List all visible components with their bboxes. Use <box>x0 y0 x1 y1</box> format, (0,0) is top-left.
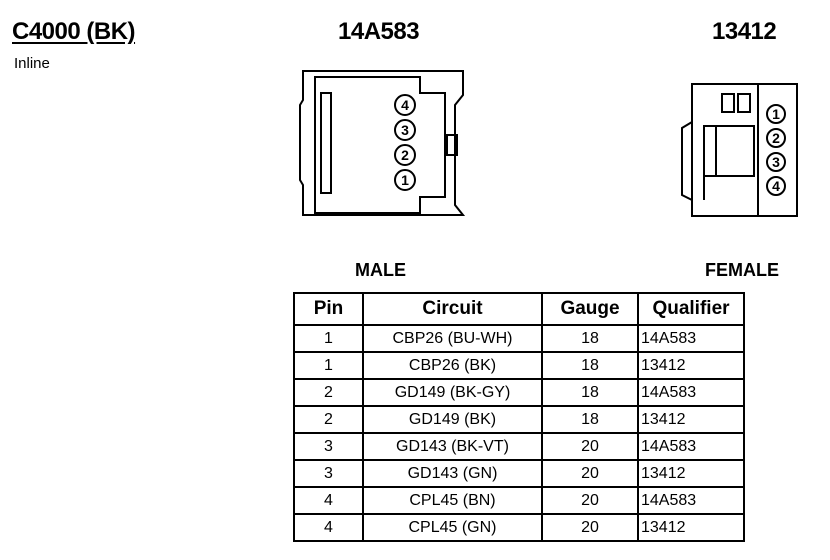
female-pin-circle <box>766 104 786 124</box>
cell-pin: 4 <box>293 513 364 542</box>
cell-gauge: 20 <box>541 513 639 542</box>
male-inner-cavity <box>314 76 446 214</box>
male-pin-circle <box>394 144 416 166</box>
cell-gauge: 18 <box>541 351 639 380</box>
connector-id: C4000 (BK) <box>12 18 136 45</box>
cell-pin: 3 <box>293 432 364 461</box>
male-pin-label: 4 <box>401 97 409 113</box>
table-row: 3 GD143 (BK-VT) 20 14A583 <box>293 432 745 461</box>
cell-circuit: GD143 (GN) <box>362 459 543 488</box>
cell-gauge: 20 <box>541 459 639 488</box>
cell-pin: 4 <box>293 486 364 515</box>
female-lock-window <box>703 125 755 177</box>
male-part-number: 14A583 <box>338 18 420 45</box>
female-pin-label: 2 <box>772 130 780 146</box>
cell-qualifier: 14A583 <box>637 432 745 461</box>
male-left-latch <box>320 92 332 194</box>
female-top-tab <box>737 93 751 113</box>
table-row: 2 GD149 (BK) 18 13412 <box>293 405 745 434</box>
male-pin-circle <box>394 119 416 141</box>
table-row: 1 CBP26 (BK) 18 13412 <box>293 351 745 380</box>
cell-qualifier: 13412 <box>637 405 745 434</box>
female-pin-circle <box>766 176 786 196</box>
female-connector-diagram: 1 2 3 4 <box>681 83 798 217</box>
table-header-row: Pin Circuit Gauge Qualifier <box>293 292 745 326</box>
female-label: FEMALE <box>705 260 779 280</box>
cell-circuit: GD149 (BK) <box>362 405 543 434</box>
cell-qualifier: 14A583 <box>637 378 745 407</box>
female-pin-circle <box>766 152 786 172</box>
female-side-latch <box>681 121 693 201</box>
cell-pin: 2 <box>293 378 364 407</box>
female-pin-circle <box>766 128 786 148</box>
header-qualifier: Qualifier <box>637 292 745 326</box>
table-row: 2 GD149 (BK-GY) 18 14A583 <box>293 378 745 407</box>
male-housing-outline <box>299 70 466 216</box>
male-pin-label: 1 <box>401 172 409 188</box>
cell-gauge: 20 <box>541 486 639 515</box>
header-circuit: Circuit <box>362 292 543 326</box>
cell-gauge: 20 <box>541 432 639 461</box>
cell-gauge: 18 <box>541 378 639 407</box>
cell-pin: 1 <box>293 351 364 380</box>
cell-circuit: CPL45 (GN) <box>362 513 543 542</box>
cell-pin: 3 <box>293 459 364 488</box>
cell-pin: 1 <box>293 324 364 353</box>
female-pin-label: 4 <box>772 178 780 194</box>
cell-circuit: CPL45 (BN) <box>362 486 543 515</box>
pinout-table: Pin Circuit Gauge Qualifier 1 CBP26 (BU-… <box>293 292 745 542</box>
cell-gauge: 18 <box>541 405 639 434</box>
cell-qualifier: 14A583 <box>637 486 745 515</box>
male-label: MALE <box>355 260 406 280</box>
cell-qualifier: 14A583 <box>637 324 745 353</box>
male-pin-circle <box>394 169 416 191</box>
table-row: 3 GD143 (GN) 20 13412 <box>293 459 745 488</box>
female-pin-label: 3 <box>772 154 780 170</box>
cell-gauge: 18 <box>541 324 639 353</box>
table-row: 1 CBP26 (BU-WH) 18 14A583 <box>293 324 745 353</box>
cell-qualifier: 13412 <box>637 513 745 542</box>
cell-circuit: GD149 (BK-GY) <box>362 378 543 407</box>
header-pin: Pin <box>293 292 364 326</box>
cell-qualifier: 13412 <box>637 351 745 380</box>
header-gauge: Gauge <box>541 292 639 326</box>
cell-circuit: CBP26 (BK) <box>362 351 543 380</box>
female-housing-outline <box>691 83 798 217</box>
male-right-tab <box>446 134 458 156</box>
table-row: 4 CPL45 (GN) 20 13412 <box>293 513 745 542</box>
connector-type: Inline <box>14 55 50 72</box>
male-pin-label: 2 <box>401 147 409 163</box>
female-top-tab <box>721 93 735 113</box>
cell-qualifier: 13412 <box>637 459 745 488</box>
female-part-number: 13412 <box>712 18 777 45</box>
cell-circuit: GD143 (BK-VT) <box>362 432 543 461</box>
male-connector-diagram: 4 3 2 1 <box>299 70 466 216</box>
table-row: 4 CPL45 (BN) 20 14A583 <box>293 486 745 515</box>
cell-pin: 2 <box>293 405 364 434</box>
cell-circuit: CBP26 (BU-WH) <box>362 324 543 353</box>
male-pin-circle <box>394 94 416 116</box>
female-pin-label: 1 <box>772 106 780 122</box>
male-pin-label: 3 <box>401 122 409 138</box>
